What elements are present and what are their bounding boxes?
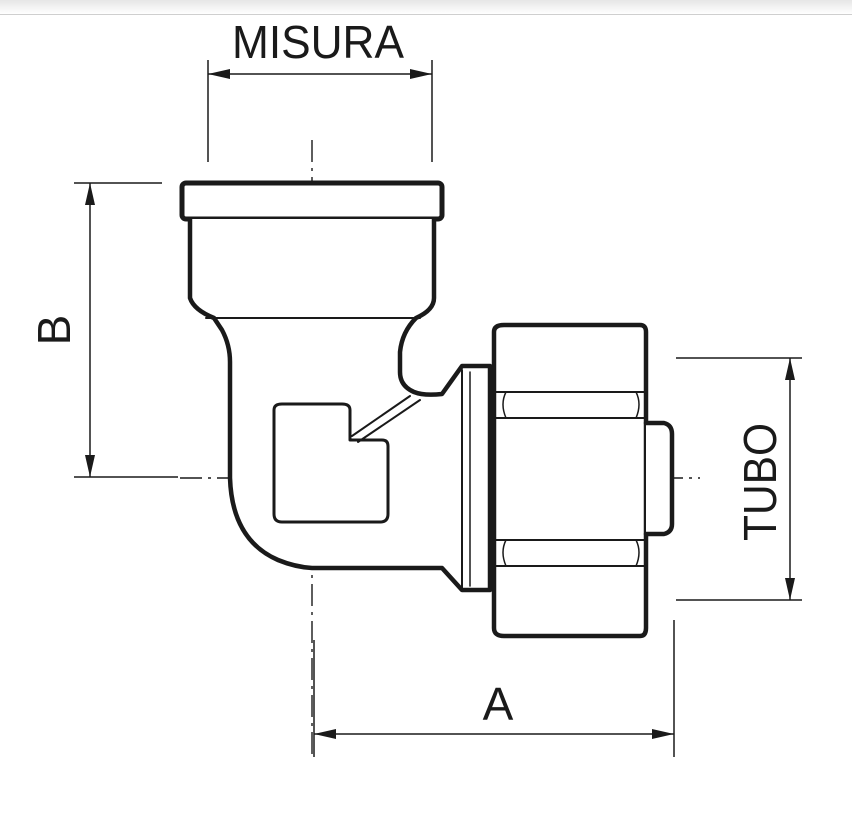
top-cap-flange (179, 180, 445, 222)
a-dimension: A (313, 620, 675, 757)
tubo-label: TUBO (734, 423, 786, 541)
hex-nut (491, 322, 649, 639)
hex-facet-curve-3 (502, 539, 507, 567)
elbow-fitting (179, 180, 675, 639)
inner-port (272, 402, 390, 524)
port-lead-line-1 (351, 395, 411, 437)
misura-label: MISURA (232, 16, 404, 68)
tube-end-stub (643, 420, 675, 537)
top-rule (0, 0, 852, 15)
hex-facet-curve-4 (635, 539, 640, 567)
hex-facet-curve-2 (635, 391, 640, 419)
port-lead-line-2 (357, 399, 421, 443)
tubo-dimension: TUBO (676, 357, 802, 601)
misura-dimension: MISURA (207, 16, 433, 162)
b-dimension: B (28, 182, 178, 478)
a-label: A (483, 678, 514, 730)
hex-facet-curve-1 (502, 391, 507, 419)
b-label: B (28, 315, 80, 346)
